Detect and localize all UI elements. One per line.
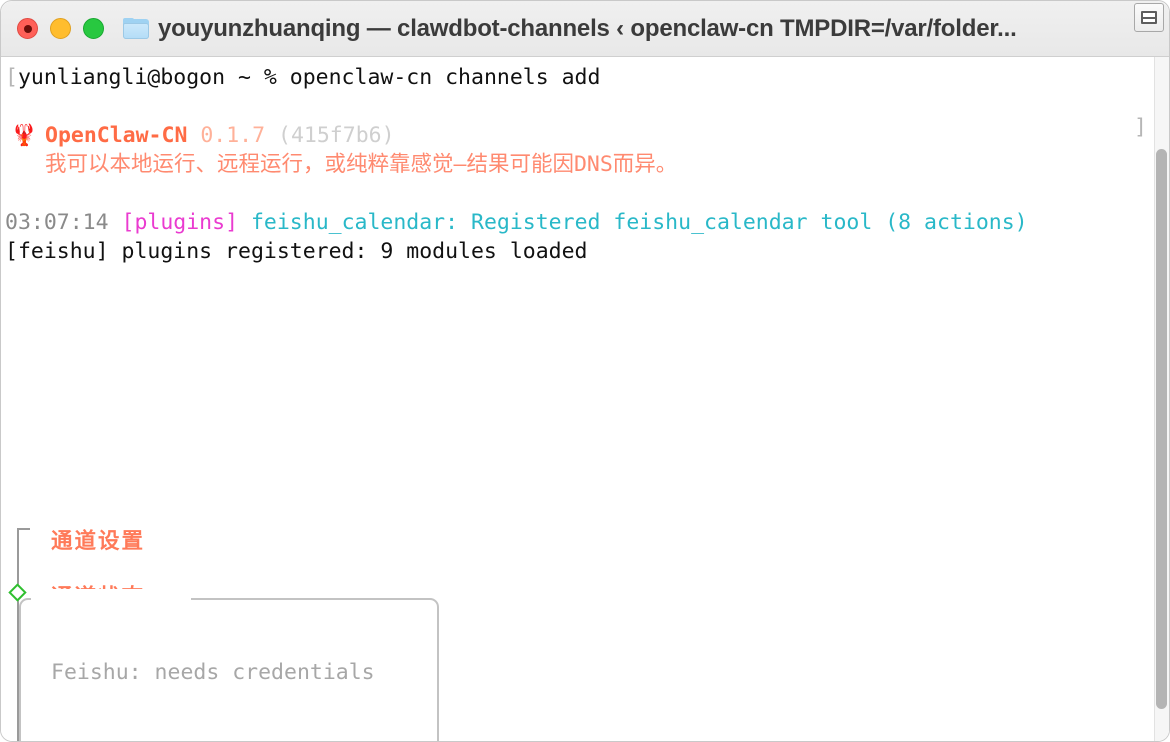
lobster-icon: 🦞 — [11, 123, 38, 147]
app-version: 0.1.7 — [200, 123, 266, 148]
prompt-close-bracket: ] — [1134, 115, 1147, 140]
shell-prompt-line: [yunliangli@bogon ~ % openclaw-cn channe… — [5, 63, 1141, 92]
terminal-content: [yunliangli@bogon ~ % openclaw-cn channe… — [1, 63, 1141, 266]
maximize-button[interactable] — [83, 18, 104, 39]
app-tagline: 我可以本地运行、远程运行，或纯粹靠感觉—结果可能因DNS而异。 — [45, 152, 678, 177]
scrollbar-track[interactable] — [1154, 57, 1169, 741]
step-title-channel-settings: 通道设置 — [51, 529, 146, 554]
log-message: feishu_calendar: Registered feishu_calen… — [250, 210, 1028, 235]
close-button[interactable] — [17, 18, 38, 39]
scrollbar-thumb[interactable] — [1156, 149, 1167, 709]
title-bar[interactable]: youyunzhuanqing — clawdbot-channels ‹ op… — [1, 1, 1169, 57]
window-title: youyunzhuanqing — clawdbot-channels ‹ op… — [158, 14, 1017, 42]
folder-icon — [123, 18, 149, 39]
terminal-body[interactable]: [yunliangli@bogon ~ % openclaw-cn channe… — [1, 57, 1169, 741]
traffic-lights — [17, 18, 104, 39]
log-message-2: [feishu] plugins registered: 9 modules l… — [5, 239, 588, 264]
channel-status-list: Feishu: needs credentials Telegram: 未配置 … — [51, 603, 375, 741]
guide-corner-top — [17, 528, 30, 540]
prompt-open-bracket: [ — [5, 65, 18, 90]
app-name: OpenClaw-CN — [45, 123, 188, 148]
record-dot-icon — [23, 24, 32, 33]
log-line-feishu: [feishu] plugins registered: 9 modules l… — [5, 237, 1141, 266]
log-tag: [plugins] — [121, 210, 239, 235]
log-timestamp: 03:07:14 — [5, 210, 109, 235]
minimize-button[interactable] — [50, 18, 71, 39]
status-box-title-mask — [31, 589, 191, 609]
channel-status-row: Feishu: needs credentials — [51, 660, 375, 685]
channel-status-box — [19, 598, 439, 741]
split-pane-icon — [1141, 11, 1157, 24]
prompt-command: yunliangli@bogon ~ % openclaw-cn channel… — [17, 65, 601, 90]
app-commit-hash: (415f7b6) — [278, 123, 395, 148]
window-title-group: youyunzhuanqing — clawdbot-channels ‹ op… — [123, 15, 1017, 43]
split-pane-button[interactable] — [1134, 3, 1164, 32]
banner-title-row: 🦞 OpenClaw-CN 0.1.7 (415f7b6) — [11, 121, 1141, 150]
guide-line-vertical — [17, 540, 19, 741]
app-banner: 🦞 OpenClaw-CN 0.1.7 (415f7b6) 我可以本地运行、远程运… — [5, 121, 1141, 179]
log-line-plugins: 03:07:14 [plugins] feishu_calendar: Regi… — [5, 208, 1141, 237]
